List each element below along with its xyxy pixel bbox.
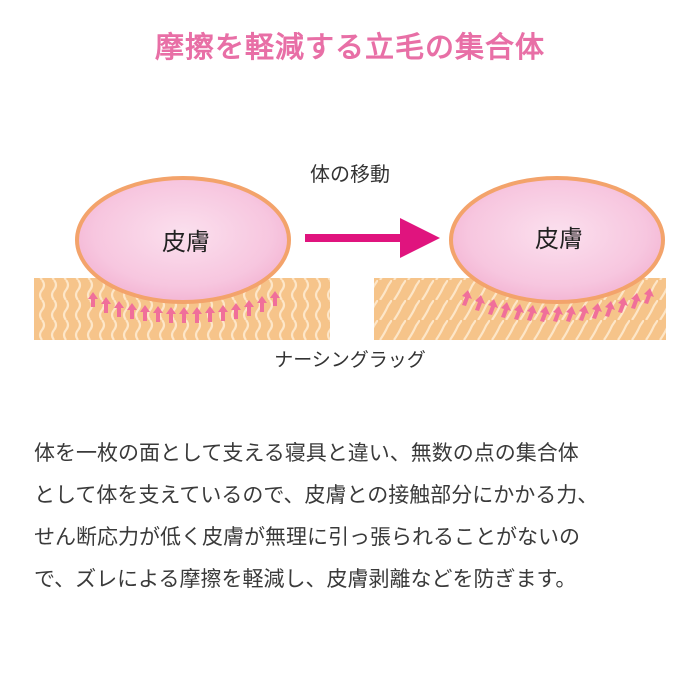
skin-label-right: 皮膚: [535, 225, 583, 253]
skin-label-left: 皮膚: [162, 228, 210, 256]
skin-ellipse-right: [449, 176, 665, 304]
support-arrows-right: [462, 288, 654, 322]
description-line: として体を支えているので、皮膚との接触部分にかかる力、: [34, 483, 599, 507]
movement-arrow: [305, 218, 440, 258]
friction-diagram: [34, 176, 666, 340]
description: 体を一枚の面として支える寝具と違い、無数の点の集合体 として体を支えているので、…: [34, 432, 674, 600]
description-line: 体を一枚の面として支える寝具と違い、無数の点の集合体: [34, 441, 579, 465]
movement-label: 体の移動: [310, 162, 390, 186]
support-arrows-left: [88, 291, 280, 323]
rug-label: ナーシングラッグ: [274, 349, 426, 371]
page-title: 摩擦を軽減する立毛の集合体: [154, 30, 545, 64]
skin-ellipse-left: [75, 176, 291, 304]
description-line: せん断応力が低く皮膚が無理に引っ張られることがないの: [34, 525, 580, 549]
description-line: で、ズレによる摩擦を軽減し、皮膚剥離などを防ぎます。: [34, 567, 577, 591]
